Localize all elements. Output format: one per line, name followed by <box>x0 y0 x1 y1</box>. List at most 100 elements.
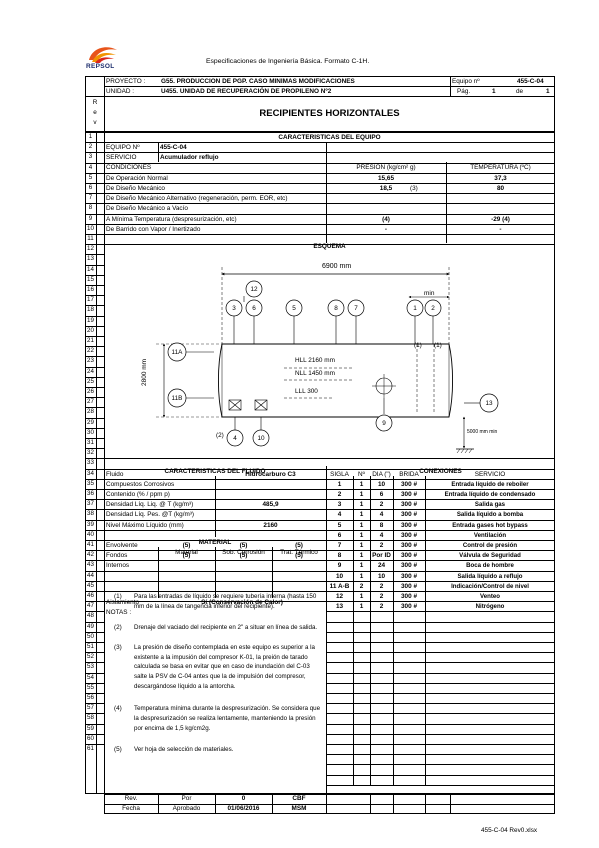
row-line <box>85 570 104 572</box>
row-line <box>85 407 104 409</box>
footer-fecha-value: 01/06/2016 <box>227 805 260 812</box>
conexion-cell: 1 <box>359 593 364 600</box>
note-text: Ver hoja de selección de materiales. <box>134 746 234 753</box>
esquema-title: ESQUEMA <box>313 243 346 250</box>
material-value: (5) <box>182 542 191 549</box>
equipo-no-value: 455-C-04 <box>160 144 187 151</box>
row-line <box>85 621 104 623</box>
lll-label: LLL 300 <box>295 388 318 395</box>
conexion-cell: 2 <box>379 542 384 549</box>
equipo-section-title: CARACTERISTICAS DEL EQUIPO <box>278 134 381 141</box>
row-number: 58 <box>87 714 94 722</box>
conexion-cell: 2 <box>379 582 384 590</box>
conexiones-header: SIGLA <box>330 470 349 478</box>
row-number: 19 <box>87 316 94 324</box>
row-number: 27 <box>87 398 94 406</box>
grid-line <box>326 550 555 552</box>
grid-line <box>104 152 555 154</box>
grid-line <box>326 652 555 654</box>
condition-label: A Mínima Temperatura (despresurización, … <box>106 215 237 223</box>
grid-line <box>104 203 555 205</box>
row-line <box>85 315 104 317</box>
conexion-cell: 4 <box>337 511 342 519</box>
fluido-value: 2160 <box>263 521 278 529</box>
conexion-cell: 300 # <box>401 593 417 600</box>
row-number: 32 <box>87 449 94 457</box>
row-number: 4 <box>88 163 93 171</box>
row-line <box>85 693 104 694</box>
grid-line <box>326 744 555 745</box>
row-number: 44 <box>87 571 94 579</box>
grid-line <box>326 682 555 684</box>
row-number: 20 <box>87 326 94 334</box>
row-number: 2 <box>88 143 93 151</box>
grid-line <box>326 642 555 643</box>
row-line <box>85 560 104 562</box>
note-number: (5) <box>114 746 122 753</box>
conexion-servicio: Entrada líquido de reboiler <box>451 480 529 488</box>
row-number: 5 <box>88 173 93 181</box>
conexion-cell: 1 <box>359 552 364 560</box>
row-number: 60 <box>87 734 94 742</box>
conexion-cell: 10 <box>377 480 386 488</box>
row-line <box>85 274 104 276</box>
row-line <box>85 234 104 235</box>
row-number: 38 <box>87 510 94 518</box>
row-number: 25 <box>87 377 94 385</box>
fluido-section-title: CARACTERISTICAS DEL FLUIDO <box>164 468 266 475</box>
row-number: 21 <box>87 337 94 344</box>
conexion-cell: 300 # <box>401 501 417 509</box>
grid-line <box>104 601 326 603</box>
condition-label: De Operación Normal <box>106 174 168 182</box>
equipo-no-label: EQUIPO Nº <box>106 144 140 151</box>
conexion-cell: 1 <box>359 562 364 570</box>
grid-line <box>326 540 555 541</box>
condition-note: (3) <box>410 185 418 192</box>
row-number: 12 <box>87 245 94 253</box>
row-line <box>85 713 104 715</box>
material-value: (5) <box>182 552 191 560</box>
condiciones-label: CONDICIONES <box>106 164 152 171</box>
row-line <box>85 682 104 684</box>
grid-line <box>326 529 555 531</box>
grid-line <box>326 703 555 705</box>
note-number: (1) <box>114 593 122 600</box>
conexion-servicio: Válvula de Seguridad <box>459 552 521 560</box>
de-value: 1 <box>546 88 550 95</box>
hll-label: HLL 2160 mm <box>295 357 335 364</box>
nozzle-12: 12 <box>250 286 258 293</box>
conexion-cell: 1 <box>359 491 364 498</box>
row-number: 55 <box>87 683 94 691</box>
equipo-value: 455-C-04 <box>517 78 544 85</box>
fluido-label: Nivel Máximo Líquido (mm) <box>106 521 184 529</box>
grid-line <box>104 540 326 541</box>
conexion-cell: 6 <box>337 531 342 539</box>
nozzle-1: 1 <box>413 305 417 312</box>
grid-line <box>326 713 555 715</box>
doc-title: Especificaciones de Ingeniería Básica. F… <box>206 58 370 65</box>
conexion-cell: 1 <box>359 480 364 488</box>
note-number: (2) <box>114 623 122 631</box>
row-number: 35 <box>87 479 94 487</box>
row-line <box>85 591 104 592</box>
material-row-label: Fondos <box>106 552 128 560</box>
conexion-cell: 300 # <box>401 552 417 560</box>
material-row-label: Envolvente <box>106 542 138 549</box>
row-number: 53 <box>87 663 94 671</box>
grid-line <box>326 621 555 623</box>
grid-line <box>104 142 555 144</box>
material-trat: (5) <box>295 552 303 560</box>
grid-line <box>104 458 555 460</box>
equipo-label: Equipo nº <box>452 78 480 85</box>
row-number: 6 <box>88 184 93 191</box>
row-line <box>85 631 104 633</box>
grid-line <box>326 570 555 572</box>
conexiones-header: SERVICIO <box>474 470 506 478</box>
rev-letter-3: v <box>93 119 97 126</box>
grid-line <box>326 580 555 582</box>
material-row-label: Internos <box>106 562 130 570</box>
row-number: 61 <box>87 745 94 752</box>
conexion-cell: 2 <box>379 593 384 600</box>
footer-fecha-label: Fecha <box>122 805 140 812</box>
grid-line <box>326 784 555 786</box>
